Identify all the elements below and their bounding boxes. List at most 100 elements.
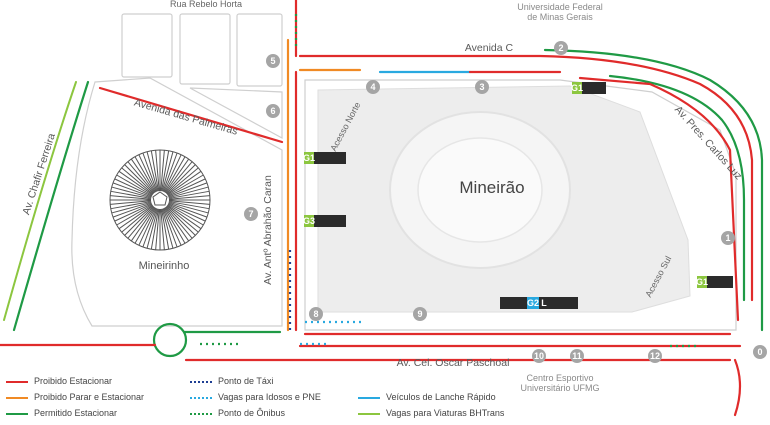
sunburst-ray — [166, 164, 196, 194]
gate-g1-top: G1 — [571, 82, 606, 94]
sunburst-ray — [110, 195, 152, 200]
sunburst-ray — [163, 154, 182, 193]
legend-symbol-2 — [6, 413, 28, 415]
sunburst-ray — [114, 203, 153, 222]
sunburst-ray — [168, 186, 209, 199]
curb-avenida-c-green — [543, 48, 764, 332]
marker-10: 10 — [534, 351, 544, 361]
marker-4-dot — [366, 80, 380, 94]
sunburst-ray — [168, 195, 210, 200]
sunburst-ray — [110, 200, 152, 205]
sunburst-ray — [127, 206, 155, 239]
sunburst-ray — [146, 208, 159, 249]
sunburst-ray — [167, 204, 204, 226]
marker-3-dot — [475, 80, 489, 94]
label-universidade-2: de Minas Gerais — [527, 12, 593, 22]
gate-g3: G3 — [303, 215, 346, 227]
label-av-oscar: Av. Cel. Oscar Paschoal — [397, 357, 510, 369]
gate-g2: G2 L — [500, 297, 578, 309]
marker-4: 4 — [370, 82, 375, 92]
sunburst-ray — [110, 190, 152, 199]
sunburst-ray — [142, 208, 158, 248]
marker-5: 5 — [270, 56, 275, 66]
sunburst-ray — [161, 150, 170, 192]
sunburst-ray — [162, 208, 178, 248]
sunburst-ray — [112, 182, 152, 198]
sunburst-ray — [167, 178, 206, 197]
sunburst-ray — [146, 151, 159, 192]
label-avenida-c: Avenida C — [465, 42, 514, 54]
legend-symbol-4 — [190, 397, 212, 399]
marker-0: 0 — [757, 347, 762, 357]
sunburst-ray — [168, 190, 210, 199]
marker-11-dot — [570, 349, 584, 363]
legend-symbol-5 — [190, 413, 212, 415]
sunburst-ray — [138, 207, 157, 246]
sunburst-ray — [124, 206, 154, 236]
sunburst-ray — [166, 205, 199, 233]
sunburst-ray — [160, 208, 165, 250]
label-mineirao: Mineirão — [459, 178, 524, 197]
curb-chafir-green-2 — [3, 81, 77, 321]
label-mineirinho: Mineirinho — [139, 260, 190, 272]
marker-9-dot — [413, 307, 427, 321]
sunburst-center — [152, 191, 168, 206]
sunburst-ray — [138, 154, 157, 193]
sunburst-ray — [160, 150, 165, 192]
sunburst-ray — [150, 150, 159, 192]
sunburst-ray — [130, 207, 156, 242]
gate-g3-label: G3 — [303, 216, 315, 226]
sunburst-ray — [168, 200, 210, 205]
sunburst-ray — [111, 201, 152, 214]
sunburst-ray — [118, 204, 153, 230]
curb-lines — [0, 0, 764, 417]
sunburst-ray — [155, 208, 160, 250]
marker-10-dot — [532, 349, 546, 363]
legend-label-5: Ponto de Ônibus — [218, 408, 286, 418]
legend-label-1: Proibido Parar e Estacionar — [34, 392, 145, 402]
sunburst-ray — [127, 161, 155, 194]
sunburst-ray — [168, 201, 210, 210]
sunburst-ray — [134, 156, 156, 193]
marker-12: 12 — [650, 351, 660, 361]
legend-label-4: Vagas para Idosos e PNE — [218, 392, 321, 402]
sunburst-ray — [168, 182, 208, 198]
marker-2: 2 — [558, 43, 563, 53]
gate-g1-right: G1 — [696, 276, 733, 288]
marker-3: 3 — [479, 82, 484, 92]
legend-label-3: Ponto de Táxi — [218, 376, 274, 386]
gate-g1-top-label: G1 — [571, 83, 583, 93]
sunburst-outline — [109, 149, 211, 251]
legend-symbol-7 — [358, 413, 380, 415]
label-centro-1: Centro Esportivo — [526, 373, 593, 383]
sunburst-ray — [161, 208, 170, 250]
curb-right-red — [578, 76, 740, 322]
label-centro-2: Universitário UFMG — [520, 383, 599, 393]
marker-2-dot — [554, 41, 568, 55]
sunburst-ray — [162, 152, 178, 192]
gate-g2-label: G2 — [527, 298, 539, 308]
label-rua-rebelo-horta: Rua Rebelo Horta — [170, 0, 242, 9]
sunburst-ray — [142, 152, 158, 192]
sunburst-ray — [121, 167, 154, 195]
sunburst-ray — [164, 207, 186, 244]
legend-symbol-0 — [6, 381, 28, 383]
label-av-chafir: Av. Chafir Ferreira — [20, 132, 58, 217]
curb-avenida-c-red — [298, 54, 754, 302]
dotted-lines — [200, 14, 700, 348]
sunburst-ray — [168, 202, 208, 218]
marker-7-dot — [244, 207, 258, 221]
legend-symbol-1 — [6, 397, 28, 399]
gate-g1-right-label: G1 — [696, 277, 708, 287]
roundabout — [152, 322, 188, 358]
sunburst-ray — [116, 204, 153, 226]
stadium-area — [304, 79, 737, 331]
gate-g1-left: G1 — [303, 152, 346, 164]
sunburst-ray — [167, 170, 202, 196]
sunburst-ray — [130, 158, 156, 193]
curb-exit-red — [733, 358, 742, 417]
sunburst-ray — [164, 158, 190, 193]
sunburst-ray — [168, 201, 209, 214]
